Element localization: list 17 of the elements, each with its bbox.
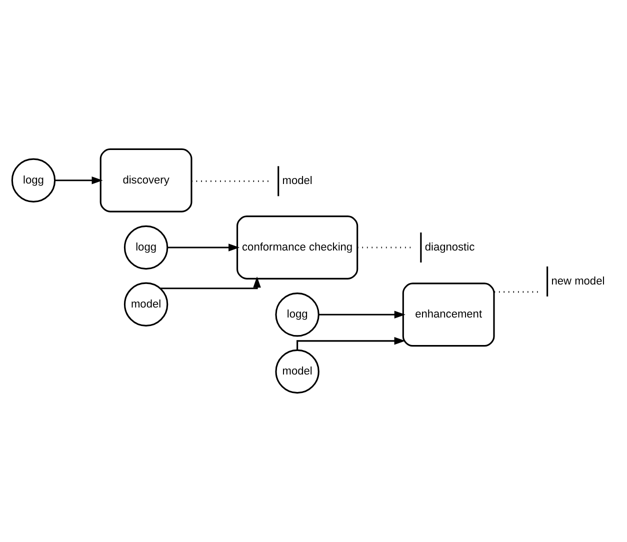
arrow: [318, 310, 406, 319]
node-circle: logg: [275, 292, 320, 337]
connector: [494, 291, 540, 293]
node-circle: logg: [124, 225, 168, 270]
node-box: conformance checking: [236, 216, 358, 280]
node-circle: logg: [11, 158, 56, 202]
node-circle: model: [124, 282, 168, 326]
node-text: diagnostic: [424, 241, 475, 254]
arrow: [296, 337, 406, 350]
arrow: [54, 176, 103, 184]
arrow: [167, 244, 240, 252]
node-circle: model: [275, 349, 320, 394]
node-box: discovery: [100, 148, 192, 212]
node-box: enhancement: [402, 282, 495, 347]
node-text: model: [282, 175, 312, 188]
node-text: new model: [551, 275, 605, 288]
arrow: [160, 276, 261, 290]
